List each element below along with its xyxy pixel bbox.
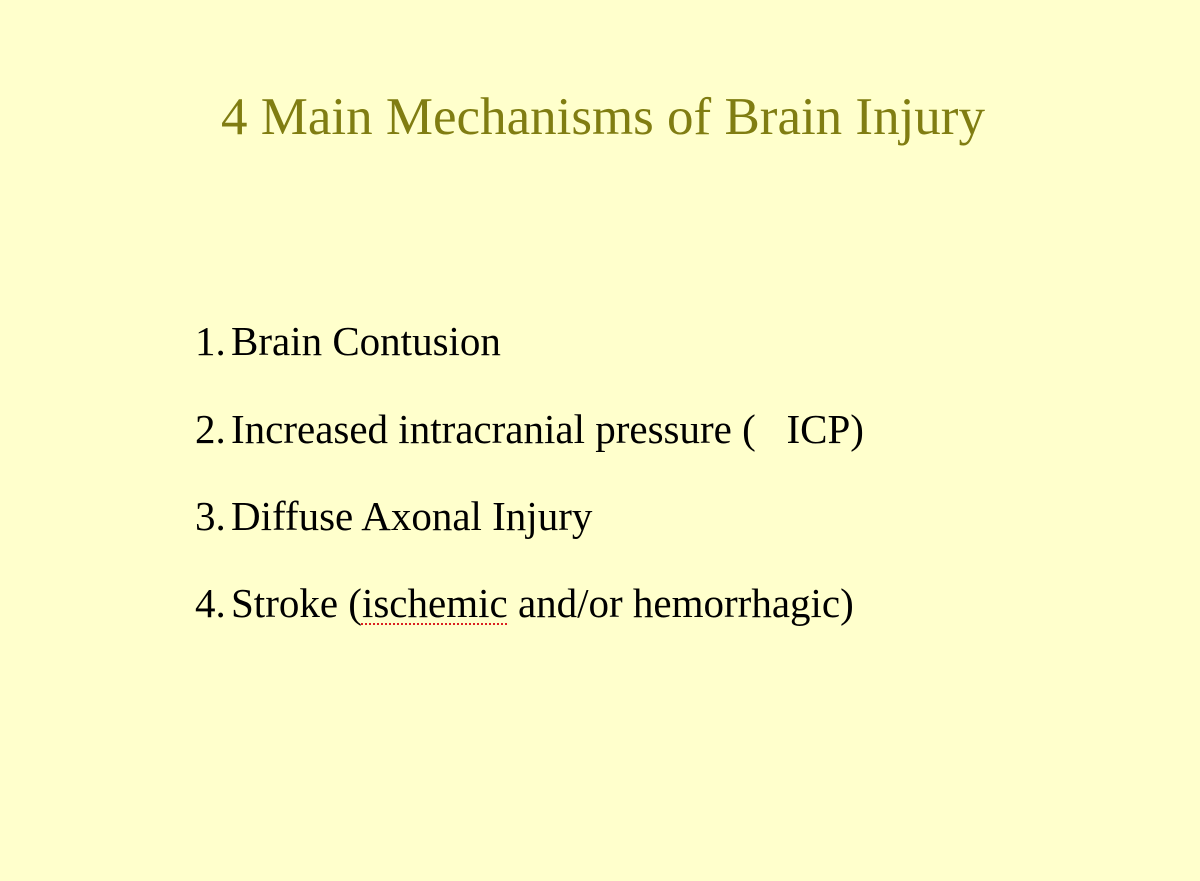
list-item: 4.Stroke (ischemic and/or hemorrhagic) — [154, 528, 854, 678]
list-item-number: 2. — [195, 406, 226, 452]
list-item: 2.Increased intracranial pressure ( ICP) — [154, 354, 864, 504]
list-item-number: 3. — [195, 493, 226, 539]
list-item: 3.Diffuse Axonal Injury — [154, 441, 592, 591]
list-item: 1.Brain Contusion — [154, 266, 501, 416]
list-item-number: 1. — [195, 318, 226, 364]
list-item-number: 4. — [195, 580, 226, 626]
list-item-text: Diffuse Axonal Injury — [231, 493, 593, 539]
list-item-text-after: and/or hemorrhagic) — [507, 580, 854, 626]
list-item-text: Brain Contusion — [231, 318, 501, 364]
list-item-text: Increased intracranial pressure ( ICP) — [231, 406, 864, 452]
slide-title: 4 Main Mechanisms of Brain Injury — [221, 88, 985, 146]
spellcheck-flagged-word[interactable]: ischemic — [361, 580, 508, 626]
list-item-text-before: Stroke ( — [231, 580, 362, 626]
